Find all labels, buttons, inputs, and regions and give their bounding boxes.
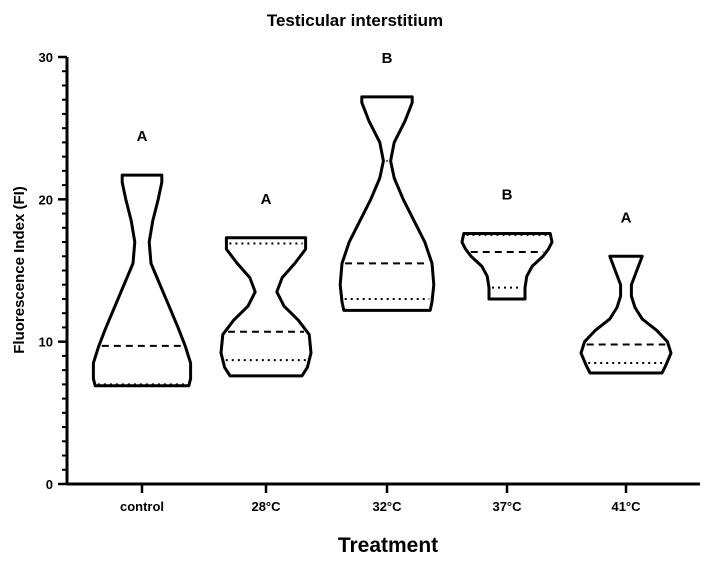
y-tick-label: 20 (39, 192, 53, 207)
y-tick-label: 0 (46, 477, 53, 492)
violin-body (219, 236, 313, 378)
violins: A A B B A (91, 50, 673, 388)
axes: 0 10 20 30 control 28°C 32°C 37°C 41°C (39, 50, 700, 514)
significance-label: A (137, 128, 148, 145)
y-tick-label: 10 (39, 335, 53, 350)
x-tick-label: 41°C (611, 499, 641, 514)
x-tick-label: 32°C (372, 499, 402, 514)
significance-label: B (382, 50, 393, 67)
significance-label: A (621, 209, 632, 226)
violin-body (579, 254, 673, 375)
violin-body (338, 95, 436, 312)
chart-title: Testicular interstitium (267, 11, 443, 30)
y-tick-label: 30 (39, 50, 53, 65)
x-tick-label: 28°C (251, 499, 281, 514)
significance-label: A (261, 191, 272, 208)
violin-body (91, 173, 193, 388)
x-axis-title: Treatment (338, 534, 438, 557)
violin-body (460, 231, 554, 301)
significance-label: B (502, 186, 513, 203)
y-axis-title: Fluorescence Index (FI) (11, 186, 28, 354)
x-tick-label: 37°C (492, 499, 522, 514)
x-tick-label: control (120, 499, 164, 514)
